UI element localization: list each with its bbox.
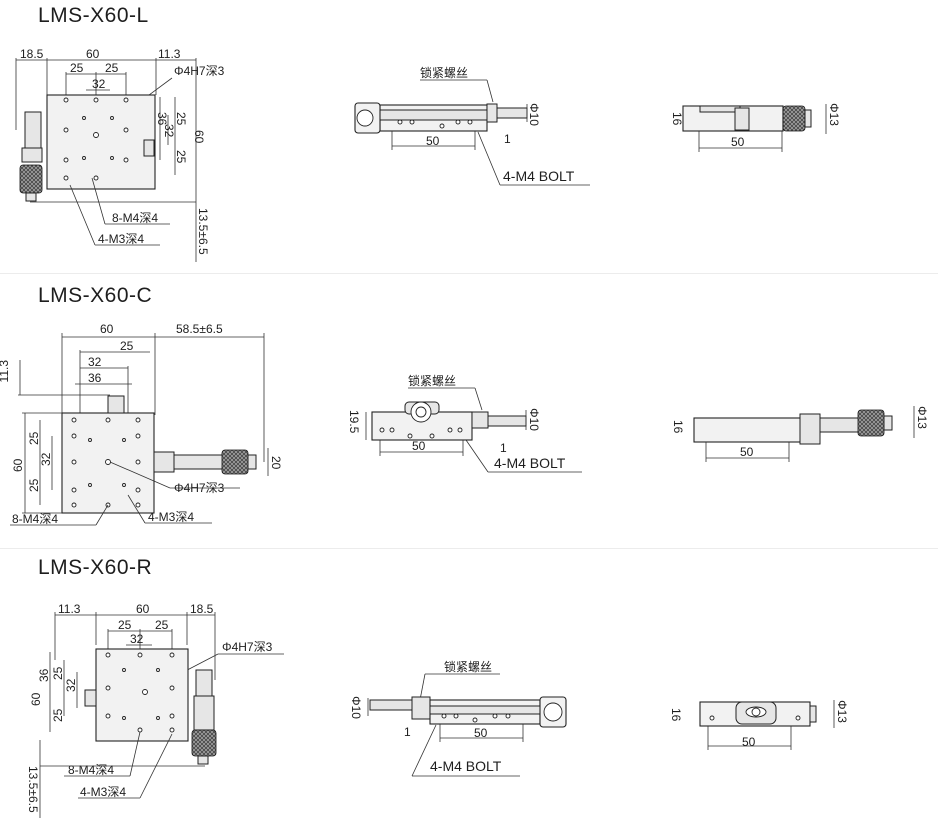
- dim-text: 25: [105, 61, 119, 75]
- dim-text: 25: [118, 618, 132, 632]
- dim-text: Φ13: [835, 700, 849, 723]
- lock-screw-label: 锁紧螺丝: [444, 659, 492, 674]
- callout-text: 8-M4深4: [112, 211, 158, 225]
- dim-text: 11.3: [158, 47, 181, 61]
- callout-text: 4-M3深4: [148, 510, 194, 524]
- lock-screw-label: 锁紧螺丝: [408, 373, 456, 388]
- dim-text: 19.5: [347, 410, 361, 434]
- section-title-c: LMS-X60-C: [38, 284, 153, 307]
- side-view-c: 16 Φ13 50: [671, 406, 929, 462]
- dim-text: 1: [500, 441, 507, 455]
- section-divider: [0, 273, 938, 274]
- dim-text: 50: [731, 135, 745, 149]
- callout-text: Φ4H7深3: [174, 64, 225, 78]
- dim-text: Φ10: [349, 696, 363, 719]
- callout-text: 8-M4深4: [68, 763, 114, 777]
- front-view-r: 锁紧螺丝 Φ10 1 50 4-M4 BOLT: [349, 659, 567, 777]
- bolt-label: 4-M4 BOLT: [430, 758, 502, 774]
- dim-text: 60: [136, 602, 150, 616]
- bolt-label: 4-M4 BOLT: [503, 168, 575, 184]
- dim-text: 36: [37, 668, 51, 682]
- side-view-r: 16 Φ13 50: [669, 700, 849, 750]
- dim-text: 25: [70, 61, 84, 75]
- dim-text: Φ13: [827, 103, 841, 126]
- dim-text: 25: [120, 339, 134, 353]
- callout-text: 8-M4深4: [12, 512, 58, 526]
- dim-text: 25: [155, 618, 169, 632]
- bolt-label: 4-M4 BOLT: [494, 455, 566, 471]
- dim-text: 60: [100, 322, 114, 336]
- dim-text: 36: [155, 112, 169, 126]
- dim-text: 18.5: [190, 602, 214, 616]
- dim-text: 25: [174, 112, 188, 126]
- dim-text: 20: [269, 456, 283, 470]
- side-view-l: 16 Φ13 50: [670, 103, 841, 152]
- top-view-l: 18.5 60 11.3 25 25 32 Φ4H7深3 36 32: [15, 47, 225, 262]
- dim-text: 32: [92, 77, 106, 91]
- dim-text: 50: [742, 735, 756, 749]
- dim-text: 32: [39, 452, 53, 466]
- front-view-l: 锁紧螺丝 Φ10 1 50 4-M4 BOLT: [354, 65, 590, 186]
- dim-text: 11.3: [0, 360, 11, 383]
- dim-text: 60: [11, 458, 25, 472]
- dim-text: 32: [130, 632, 144, 646]
- dim-text: 18.5: [20, 47, 44, 61]
- lock-screw-label: 锁紧螺丝: [420, 65, 468, 80]
- callout-text: 4-M3深4: [80, 785, 126, 799]
- front-view-c: 锁紧螺丝 19.5 Φ10 1 50 4-M4 BOLT: [347, 373, 582, 473]
- dim-text: 32: [64, 678, 78, 692]
- dim-text: 50: [740, 445, 754, 459]
- dim-text: 25: [27, 478, 41, 492]
- section-title-l: LMS-X60-L: [38, 4, 149, 27]
- dim-text: 13.5±6.5: [26, 766, 40, 813]
- dim-text: 36: [88, 371, 102, 385]
- callout-text: Φ4H7深3: [174, 481, 225, 495]
- dim-text: 32: [162, 124, 176, 138]
- section-title-r: LMS-X60-R: [38, 556, 153, 579]
- dim-text: Φ13: [915, 406, 929, 429]
- dim-text: 16: [671, 420, 685, 434]
- dim-text: 25: [51, 666, 65, 680]
- dim-text: 60: [86, 47, 100, 61]
- dim-text: 32: [88, 355, 102, 369]
- dim-text: 16: [669, 708, 683, 722]
- dim-text: 50: [412, 439, 426, 453]
- dim-text: 16: [670, 112, 684, 126]
- dim-text: 25: [174, 150, 188, 164]
- dim-text: 13.5±6.5: [196, 208, 210, 255]
- dim-text: 25: [27, 431, 41, 445]
- top-view-r: 11.3 60 18.5 25 25 32 Φ4H7深3 36: [26, 602, 284, 818]
- callout-text: Φ4H7深3: [222, 640, 273, 654]
- dim-text: Φ10: [527, 408, 541, 431]
- dim-text: 60: [29, 692, 43, 706]
- section-divider: [0, 548, 938, 549]
- dim-text: 25: [51, 708, 65, 722]
- dim-text: 1: [404, 725, 411, 739]
- callout-text: 4-M3深4: [98, 232, 144, 246]
- dim-text: 50: [474, 726, 488, 740]
- dim-text: 1: [504, 132, 511, 146]
- dim-text: Φ10: [527, 103, 541, 126]
- dim-text: 50: [426, 134, 440, 148]
- dim-text: 58.5±6.5: [176, 322, 223, 336]
- dim-text: 60: [192, 130, 206, 144]
- dim-text: 11.3: [58, 602, 81, 616]
- top-view-c: 60 58.5±6.5 25 32 36 11.3 20: [0, 322, 283, 526]
